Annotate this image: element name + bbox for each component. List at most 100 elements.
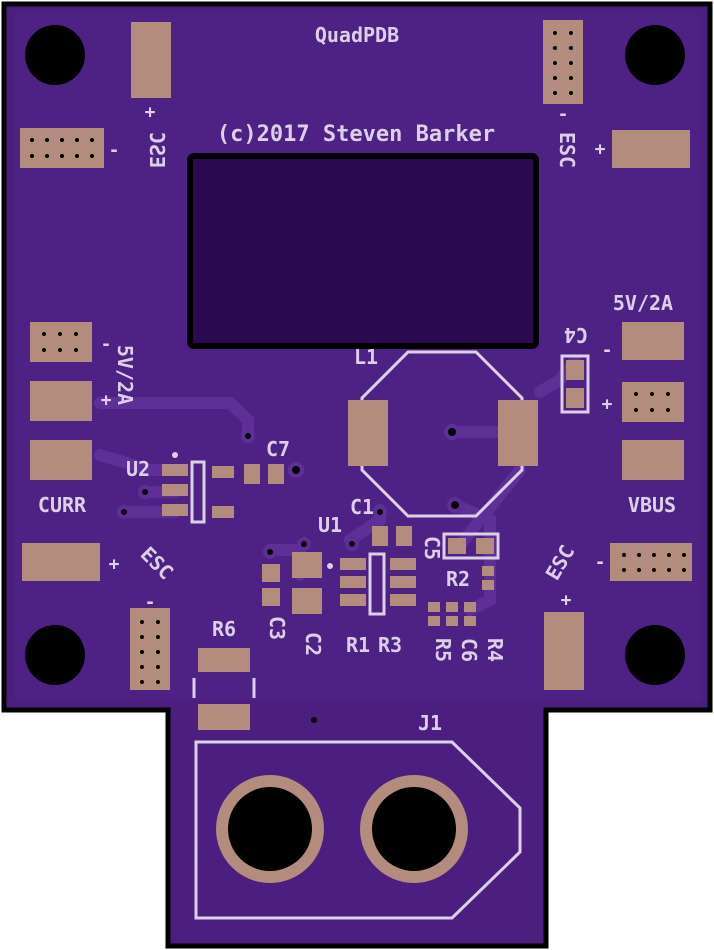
via	[263, 545, 277, 559]
esc-bl-plus: +	[109, 554, 120, 575]
esc-bl-minus: -	[145, 592, 156, 613]
curr-pad	[30, 440, 92, 480]
board-title: QuadPDB	[315, 23, 399, 47]
via	[138, 485, 152, 499]
via	[117, 505, 131, 519]
esc-tr-minus: -	[558, 104, 569, 125]
u1-designator: U1	[318, 513, 342, 537]
reg-out-left-plus-pad	[30, 381, 92, 421]
r3-designator: R3	[378, 633, 402, 657]
r1-designator: R1	[346, 633, 370, 657]
via	[444, 424, 460, 440]
u2-designator: U2	[126, 457, 150, 481]
r2-pad-1	[448, 538, 466, 554]
mounting-hole-bottom-right	[625, 625, 685, 685]
r2-outline	[442, 532, 500, 560]
reg-out-right-minus-pad	[622, 322, 684, 360]
u1-pad-4	[390, 558, 416, 570]
r6-pad-2	[198, 704, 250, 730]
esc-tr-label: ESC	[555, 132, 579, 168]
c3-pad-2	[262, 588, 280, 606]
r2-pad-2	[476, 538, 494, 554]
esc-tr-header-pins	[553, 31, 573, 95]
c3-pad-1	[262, 564, 280, 582]
u1-pad-5	[390, 576, 416, 588]
c1-pad-2	[396, 526, 412, 546]
copyright-text: (c)2017 Steven Barker	[217, 122, 495, 147]
esc-tl-signal-header	[20, 128, 104, 168]
c2-pad-2	[292, 588, 322, 614]
u1-pad-3	[340, 594, 366, 606]
u2-pad-2	[162, 484, 188, 496]
esc-br-plus: +	[561, 590, 572, 611]
esc-br-header-pins	[622, 553, 686, 572]
esc-br-minus: -	[595, 552, 606, 573]
u2-pad-3	[162, 504, 188, 516]
c3-designator: C3	[265, 616, 289, 640]
c4-pad-1	[566, 360, 584, 380]
vbus-pad	[622, 440, 684, 480]
r4-designator: R4	[483, 638, 507, 662]
c4-outline	[560, 354, 590, 414]
j1-pin1-marker	[311, 717, 317, 723]
reg-out-left-header	[30, 322, 92, 362]
esc-tl-minus: -	[109, 140, 120, 161]
l1-designator: L1	[354, 345, 378, 369]
esc-bl-power-pad	[22, 543, 100, 581]
esc-br-signal-header	[610, 543, 692, 581]
u1-pad-6	[390, 594, 416, 606]
c1-pad-1	[372, 526, 388, 546]
reg-out-right-pins	[634, 392, 670, 412]
r5-designator: R5	[431, 638, 455, 662]
r6-pad-1	[198, 648, 250, 672]
mounting-hole-top-right	[625, 25, 685, 85]
c1-designator: C1	[350, 495, 374, 519]
via	[345, 537, 359, 551]
j1-designator: J1	[418, 711, 442, 735]
j1-pad-2-hole	[372, 787, 456, 871]
c2-designator: C2	[301, 632, 325, 656]
c4-designator: C4	[564, 323, 588, 347]
reg-right-label: 5V/2A	[613, 291, 673, 315]
esc-tr-signal-header	[543, 20, 583, 104]
esc-bl-header-pins	[140, 620, 160, 684]
c7-designator: C7	[266, 437, 290, 461]
u2-pad-4	[212, 466, 234, 478]
u1-pad-1	[340, 558, 366, 570]
c7-pad-2	[268, 464, 284, 484]
reg-left-label: 5V/2A	[113, 345, 137, 405]
via	[288, 462, 304, 478]
mounting-hole-top-left	[25, 25, 85, 85]
u2-pad-1	[162, 464, 188, 476]
esc-tl-label: ESC	[145, 132, 169, 168]
c6-designator: C6	[457, 638, 481, 662]
inductor-body	[187, 153, 539, 349]
c5-designator: C5	[420, 536, 444, 560]
r6-designator: R6	[212, 617, 236, 641]
esc-tl-header-pins	[30, 138, 94, 158]
reg-right-minus: -	[602, 340, 613, 361]
small-resistor-pads	[428, 566, 494, 626]
via	[447, 497, 463, 513]
vbus-label: VBUS	[628, 493, 676, 517]
u1-pin1-marker	[327, 563, 333, 569]
u1-pad-2	[340, 576, 366, 588]
u2-pin1-marker	[172, 452, 178, 458]
esc-tr-power-pad	[612, 130, 690, 168]
reg-right-plus: +	[602, 394, 613, 415]
u2-outline	[190, 460, 206, 524]
j1-pad-1-hole	[228, 787, 312, 871]
esc-br-power-pad	[544, 612, 584, 690]
u1-outline	[368, 552, 386, 616]
reg-left-minus: -	[101, 334, 112, 355]
r2-designator: R2	[446, 567, 470, 591]
c4-pad-2	[566, 388, 584, 408]
l1-pad-1	[348, 400, 388, 466]
esc-bl-signal-header	[130, 608, 170, 690]
l1-pad-2	[498, 400, 538, 466]
via	[241, 429, 255, 443]
via	[373, 505, 387, 519]
u2-pad-5	[212, 506, 234, 518]
j1-outline	[194, 740, 522, 920]
